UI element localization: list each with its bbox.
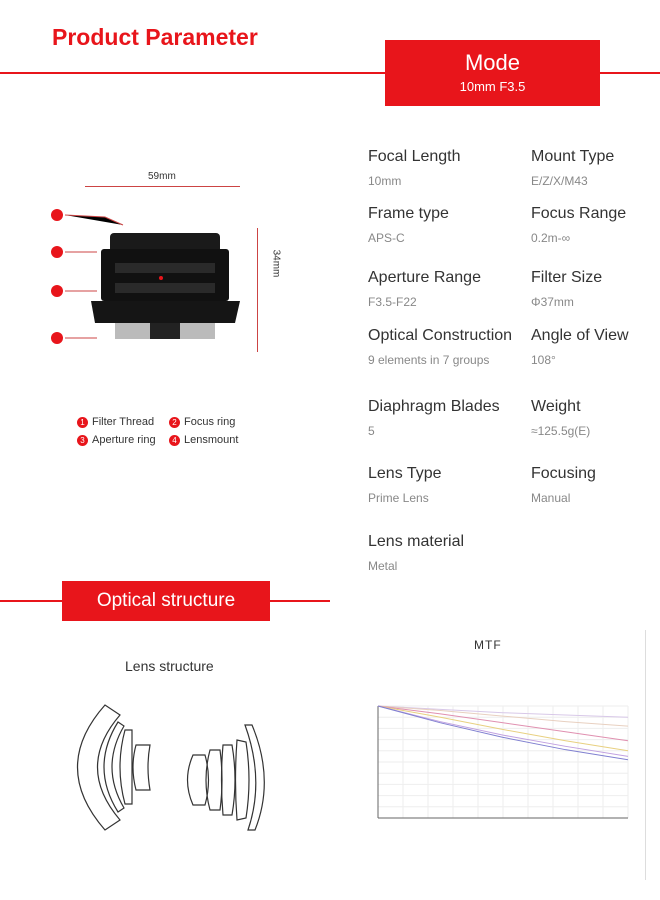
spec-item: Weight ≈125.5g(E) [531,398,590,438]
spec-value: F3.5-F22 [368,295,417,309]
spec-label: Weight [531,398,581,415]
width-dimension: 59mm [148,171,176,182]
spec-label: Angle of View [531,327,629,344]
spec-label: Focus Range [531,205,627,222]
spec-label: Aperture Range [368,269,481,286]
spec-value: ≈125.5g(E) [531,424,591,438]
spec-label: Mount Type [531,148,615,165]
spec-value: 108° [531,353,556,367]
spec-label: Frame type [368,205,449,222]
page-title: Product Parameter [52,24,258,50]
mtf-series-line [377,705,629,761]
spec-value: E/Z/X/M43 [531,174,588,188]
spec-value: Manual [531,491,571,505]
spec-item: Focal Length 10mm [368,148,461,188]
spec-label: Optical Construction [368,327,513,344]
header-divider [0,72,660,74]
spec-value: Metal [368,559,398,573]
spec-item: Diaphragm Blades 5 [368,398,500,438]
lens-product-image [51,209,240,344]
lens-structure-label: Lens structure [125,658,214,674]
mtf-series-line [377,705,629,718]
spec-label: Focusing [531,465,596,482]
width-line [85,186,240,187]
mode-box: Mode 10mm F3.5 [385,40,600,106]
spec-value: Φ37mm [531,295,574,309]
chart-border [645,630,646,880]
height-dimension: 34mm [270,249,282,278]
spec-value: 0.2m-∞ [531,231,571,245]
spec-value: 10mm [368,174,402,188]
mtf-series-line [377,705,629,727]
spec-value: APS-C [368,231,405,245]
spec-item: Focus Range 0.2m-∞ [531,205,626,245]
height-line [257,228,258,352]
spec-label: Diaphragm Blades [368,398,500,415]
mtf-series-line [377,705,629,742]
optical-structure-heading: Optical structure [62,581,270,621]
spec-item: Optical Construction 9 elements in 7 grou… [368,327,512,367]
mtf-chart [377,705,629,819]
spec-value: Prime Lens [368,491,429,505]
mode-title: Mode [464,50,521,75]
lens-structure-diagram [77,704,265,831]
spec-value: 5 [368,424,375,438]
spec-item: Angle of View 108° [531,327,629,367]
spec-label: Lens material [368,533,465,550]
spec-label: Filter Size [531,269,603,286]
mtf-series-line [377,705,629,752]
mtf-title: MTF [474,638,502,652]
spec-label: Lens Type [368,465,442,482]
spec-value: 9 elements in 7 groups [368,353,490,367]
spec-label: Focal Length [368,148,461,165]
mtf-series-line [377,705,629,757]
mode-value: 10mm F3.5 [459,79,526,94]
